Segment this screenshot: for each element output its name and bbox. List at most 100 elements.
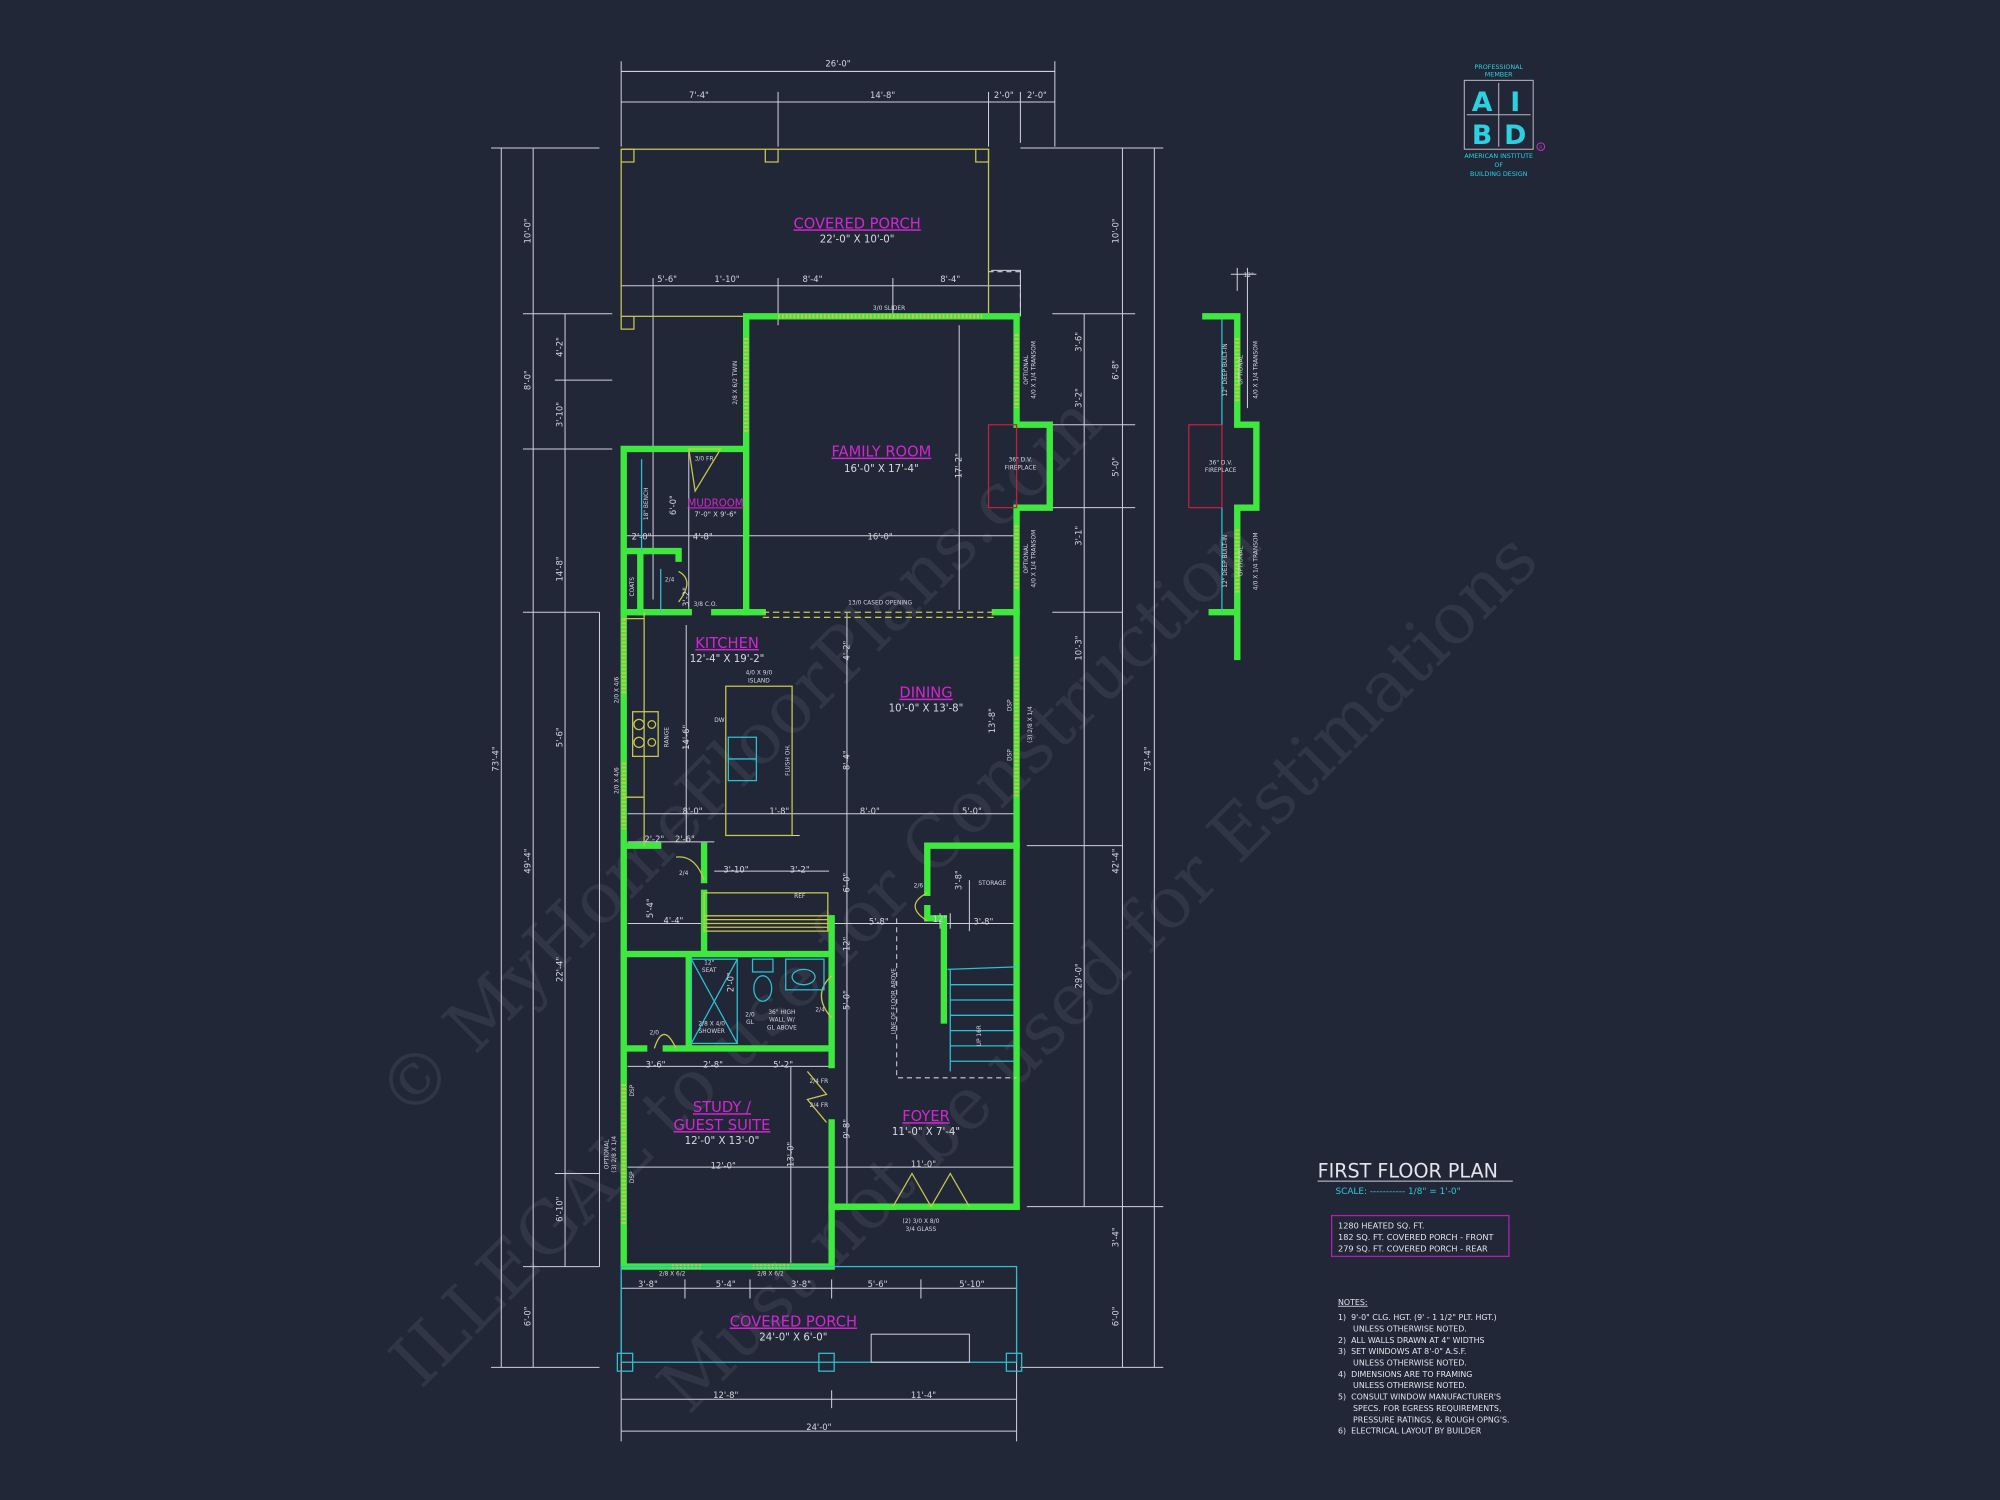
annotation-label: 2/4 FR bbox=[810, 1079, 829, 1085]
dimension-label: 8'-0" bbox=[523, 370, 533, 390]
dimension-label: 12" bbox=[841, 936, 851, 951]
dimension-label: 16'-0" bbox=[867, 532, 892, 542]
annotation-label: 4/0 X 1/4 TRANSOM bbox=[1254, 532, 1260, 590]
logo-letter-d: D bbox=[1504, 120, 1526, 151]
annotation-label: 18" BENCH bbox=[644, 488, 650, 521]
annotation-label: 12" bbox=[1244, 273, 1254, 279]
annotation-label: 2/6 bbox=[914, 884, 924, 890]
dimension-label: 6'-0" bbox=[1111, 1306, 1121, 1326]
annotation-label: OPTIONAL bbox=[1238, 546, 1244, 576]
dimension-label: 8'-0" bbox=[860, 806, 880, 816]
dimension-label: 5'-8" bbox=[869, 917, 889, 927]
annotation-label: ISLAND bbox=[748, 678, 770, 684]
family-room-size: 16'-0" X 17'-4" bbox=[844, 464, 919, 475]
dimension-label: 8'-4" bbox=[803, 274, 823, 284]
annotation-label: FIREPLACE bbox=[1005, 465, 1037, 471]
annotation-label: 36" D.V. bbox=[1209, 460, 1233, 466]
dimension-label: 6'-0" bbox=[841, 873, 851, 893]
mudroom-label: MUDROOM bbox=[688, 498, 744, 509]
rear-porch-label: COVERED PORCH bbox=[794, 215, 921, 232]
foyer-label: FOYER bbox=[902, 1108, 950, 1125]
logo-text-bottom-3: BUILDING DESIGN bbox=[1470, 170, 1528, 178]
annotation-label: 4/0 X 1/4 TRANSOM bbox=[1032, 341, 1038, 399]
dimension-label: 8'-4" bbox=[940, 274, 960, 284]
dimension-label: 1'-8" bbox=[769, 806, 789, 816]
annotation-label: 2/8 X 4/0 bbox=[698, 1022, 725, 1028]
windows-doors bbox=[621, 314, 1019, 1269]
dining-label: DINING bbox=[899, 685, 952, 702]
annotation-label: 36" D.V. bbox=[1009, 458, 1033, 464]
note-line: UNLESS OTHERWISE NOTED. bbox=[1338, 1381, 1467, 1390]
dimension-label: 5'-6" bbox=[657, 274, 677, 284]
family-room-label: FAMILY ROOM bbox=[831, 444, 931, 461]
dimension-label: 22'-4" bbox=[554, 957, 564, 982]
annotation-label: 36" HIGH bbox=[768, 1010, 795, 1016]
note-line: 3) SET WINDOWS AT 8'-0" A.S.F. bbox=[1338, 1347, 1466, 1356]
annotation-label: 2/0 X 4/6 bbox=[615, 676, 621, 703]
dimension-label: 5'-10" bbox=[959, 1279, 984, 1289]
dimension-label: 4'-2" bbox=[555, 337, 565, 357]
logo-letter-a: A bbox=[1472, 87, 1493, 118]
dimension-label: 4'-8" bbox=[693, 532, 713, 542]
annotation-label: COATS bbox=[630, 577, 636, 597]
note-line: 1) 9'-0" CLG. HGT. (9' - 1 1/2" PLT. HGT… bbox=[1338, 1313, 1497, 1322]
dimension-label: 49'-4" bbox=[523, 848, 533, 873]
annotation-label: REF bbox=[794, 894, 806, 900]
logo-text-bottom-1: AMERICAN INSTITUTE bbox=[1464, 152, 1533, 160]
dimension-label: 5'-0" bbox=[1111, 457, 1121, 477]
dimension-label: 5'-4" bbox=[716, 1279, 736, 1289]
dimension-label: 4'-2" bbox=[841, 640, 851, 660]
annotation-label: SEAT bbox=[702, 968, 717, 974]
logo-text-top-2: MEMBER bbox=[1485, 71, 1513, 79]
logo-text-top: PROFESSIONAL bbox=[1474, 63, 1523, 71]
annotation-label: (2) 3/0 X 8/0 bbox=[903, 1219, 940, 1225]
dimension-label: 12'-8" bbox=[713, 1390, 738, 1400]
dimension-label: 2'-2" bbox=[644, 834, 664, 844]
annotation-label: 4/0 X 9/0 bbox=[746, 671, 773, 677]
dimension-label: 1'-10" bbox=[714, 274, 739, 284]
annotation-label: 3/0 FR bbox=[695, 456, 714, 462]
dimension-label: 5'-4" bbox=[645, 898, 655, 918]
aibd-logo: PROFESSIONAL MEMBER A I B D R AMERICAN I… bbox=[1463, 63, 1546, 178]
front-porch-label: COVERED PORCH bbox=[730, 1314, 857, 1331]
study-label-1: STUDY / bbox=[693, 1099, 751, 1116]
dimension-label: 3'-6" bbox=[1074, 332, 1084, 352]
dining-size: 10'-0" X 13'-8" bbox=[889, 704, 964, 715]
dimension-label: 8'-0" bbox=[683, 806, 703, 816]
notes-list: 1) 9'-0" CLG. HGT. (9' - 1 1/2" PLT. HGT… bbox=[1338, 1313, 1510, 1436]
dimension-label: 17'-2" bbox=[954, 453, 964, 478]
dimension-label: 5'-0" bbox=[962, 806, 982, 816]
dimension-label: 42'-4" bbox=[1111, 848, 1121, 873]
annotation-label: DSP bbox=[1007, 749, 1013, 761]
dimension-label: 12'-0" bbox=[711, 1160, 736, 1170]
annotation-label: (3) 2/8 X 1/4 bbox=[612, 1136, 618, 1173]
annotation-label: (3) 2/8 X 1/4 bbox=[1028, 706, 1034, 743]
annotation-label: DW bbox=[714, 718, 725, 724]
rear-porch-size: 22'-0" X 10'-0" bbox=[820, 234, 895, 245]
annotation-label: 2/8 X 6/2 bbox=[757, 1272, 784, 1278]
annotation-label: 12" bbox=[704, 960, 714, 966]
annotation-label: 2/0 X 4/6 bbox=[615, 767, 621, 794]
dimension-label: 10'-0" bbox=[523, 218, 533, 243]
logo-letter-i: I bbox=[1510, 87, 1520, 118]
dimension-label: 5'-0" bbox=[841, 990, 851, 1010]
annotation-label: OPTIONAL bbox=[1024, 543, 1030, 573]
dimension-label: 11'-4" bbox=[911, 1390, 936, 1400]
foyer-size: 11'-0" X 7'-4" bbox=[892, 1127, 960, 1138]
dimension-label: 2'-0" bbox=[632, 532, 652, 542]
dimension-label: 3'-2" bbox=[790, 864, 810, 874]
annotation-label: 2/4 bbox=[665, 578, 675, 584]
dimension-lines bbox=[491, 61, 1164, 1442]
dimension-label: 6'-10" bbox=[555, 1196, 565, 1221]
plan-scale: SCALE: ----------- 1/8" = 1'-0" bbox=[1335, 1187, 1460, 1197]
dimension-label: 26'-0" bbox=[825, 58, 850, 68]
dimension-label: 3'-8" bbox=[954, 870, 964, 890]
dimension-label: 13'-0" bbox=[785, 1142, 795, 1167]
annotation-label: 2/8 X 6/2 TWIN bbox=[733, 361, 739, 405]
annotation-label: 4/0 X 1/4 TRANSOM bbox=[1032, 530, 1038, 588]
annotation-label: 2/4 FR bbox=[810, 1103, 829, 1109]
dimension-label: 73'-4" bbox=[1143, 746, 1153, 771]
annotation-label: UP 16R bbox=[977, 1025, 983, 1046]
